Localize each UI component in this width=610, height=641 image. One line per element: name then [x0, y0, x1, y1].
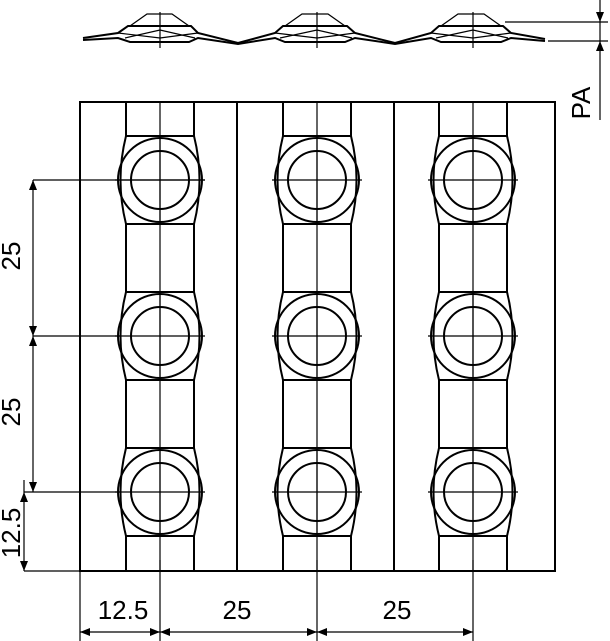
plate-plan-view [79, 101, 556, 572]
bottom-dimension-chain: 12.5 25 25 [79, 560, 474, 641]
dim-vertical-middle: 25 [0, 398, 26, 427]
dim-vertical-upper: 25 [0, 242, 26, 271]
dim-horizontal-left: 12.5 [98, 595, 149, 625]
pa-dimension: PA [505, 0, 608, 120]
pa-label: PA [566, 86, 596, 119]
dim-horizontal-middle: 25 [223, 595, 252, 625]
profile-view [82, 12, 546, 48]
rivet-columns [115, 102, 518, 571]
dim-horizontal-right: 25 [383, 595, 412, 625]
profile-line-upper [82, 25, 546, 45]
profile-line-lower [82, 36, 546, 46]
left-dimension-chain: 25 25 12.5 [0, 179, 205, 572]
dim-vertical-lower: 12.5 [0, 508, 26, 559]
